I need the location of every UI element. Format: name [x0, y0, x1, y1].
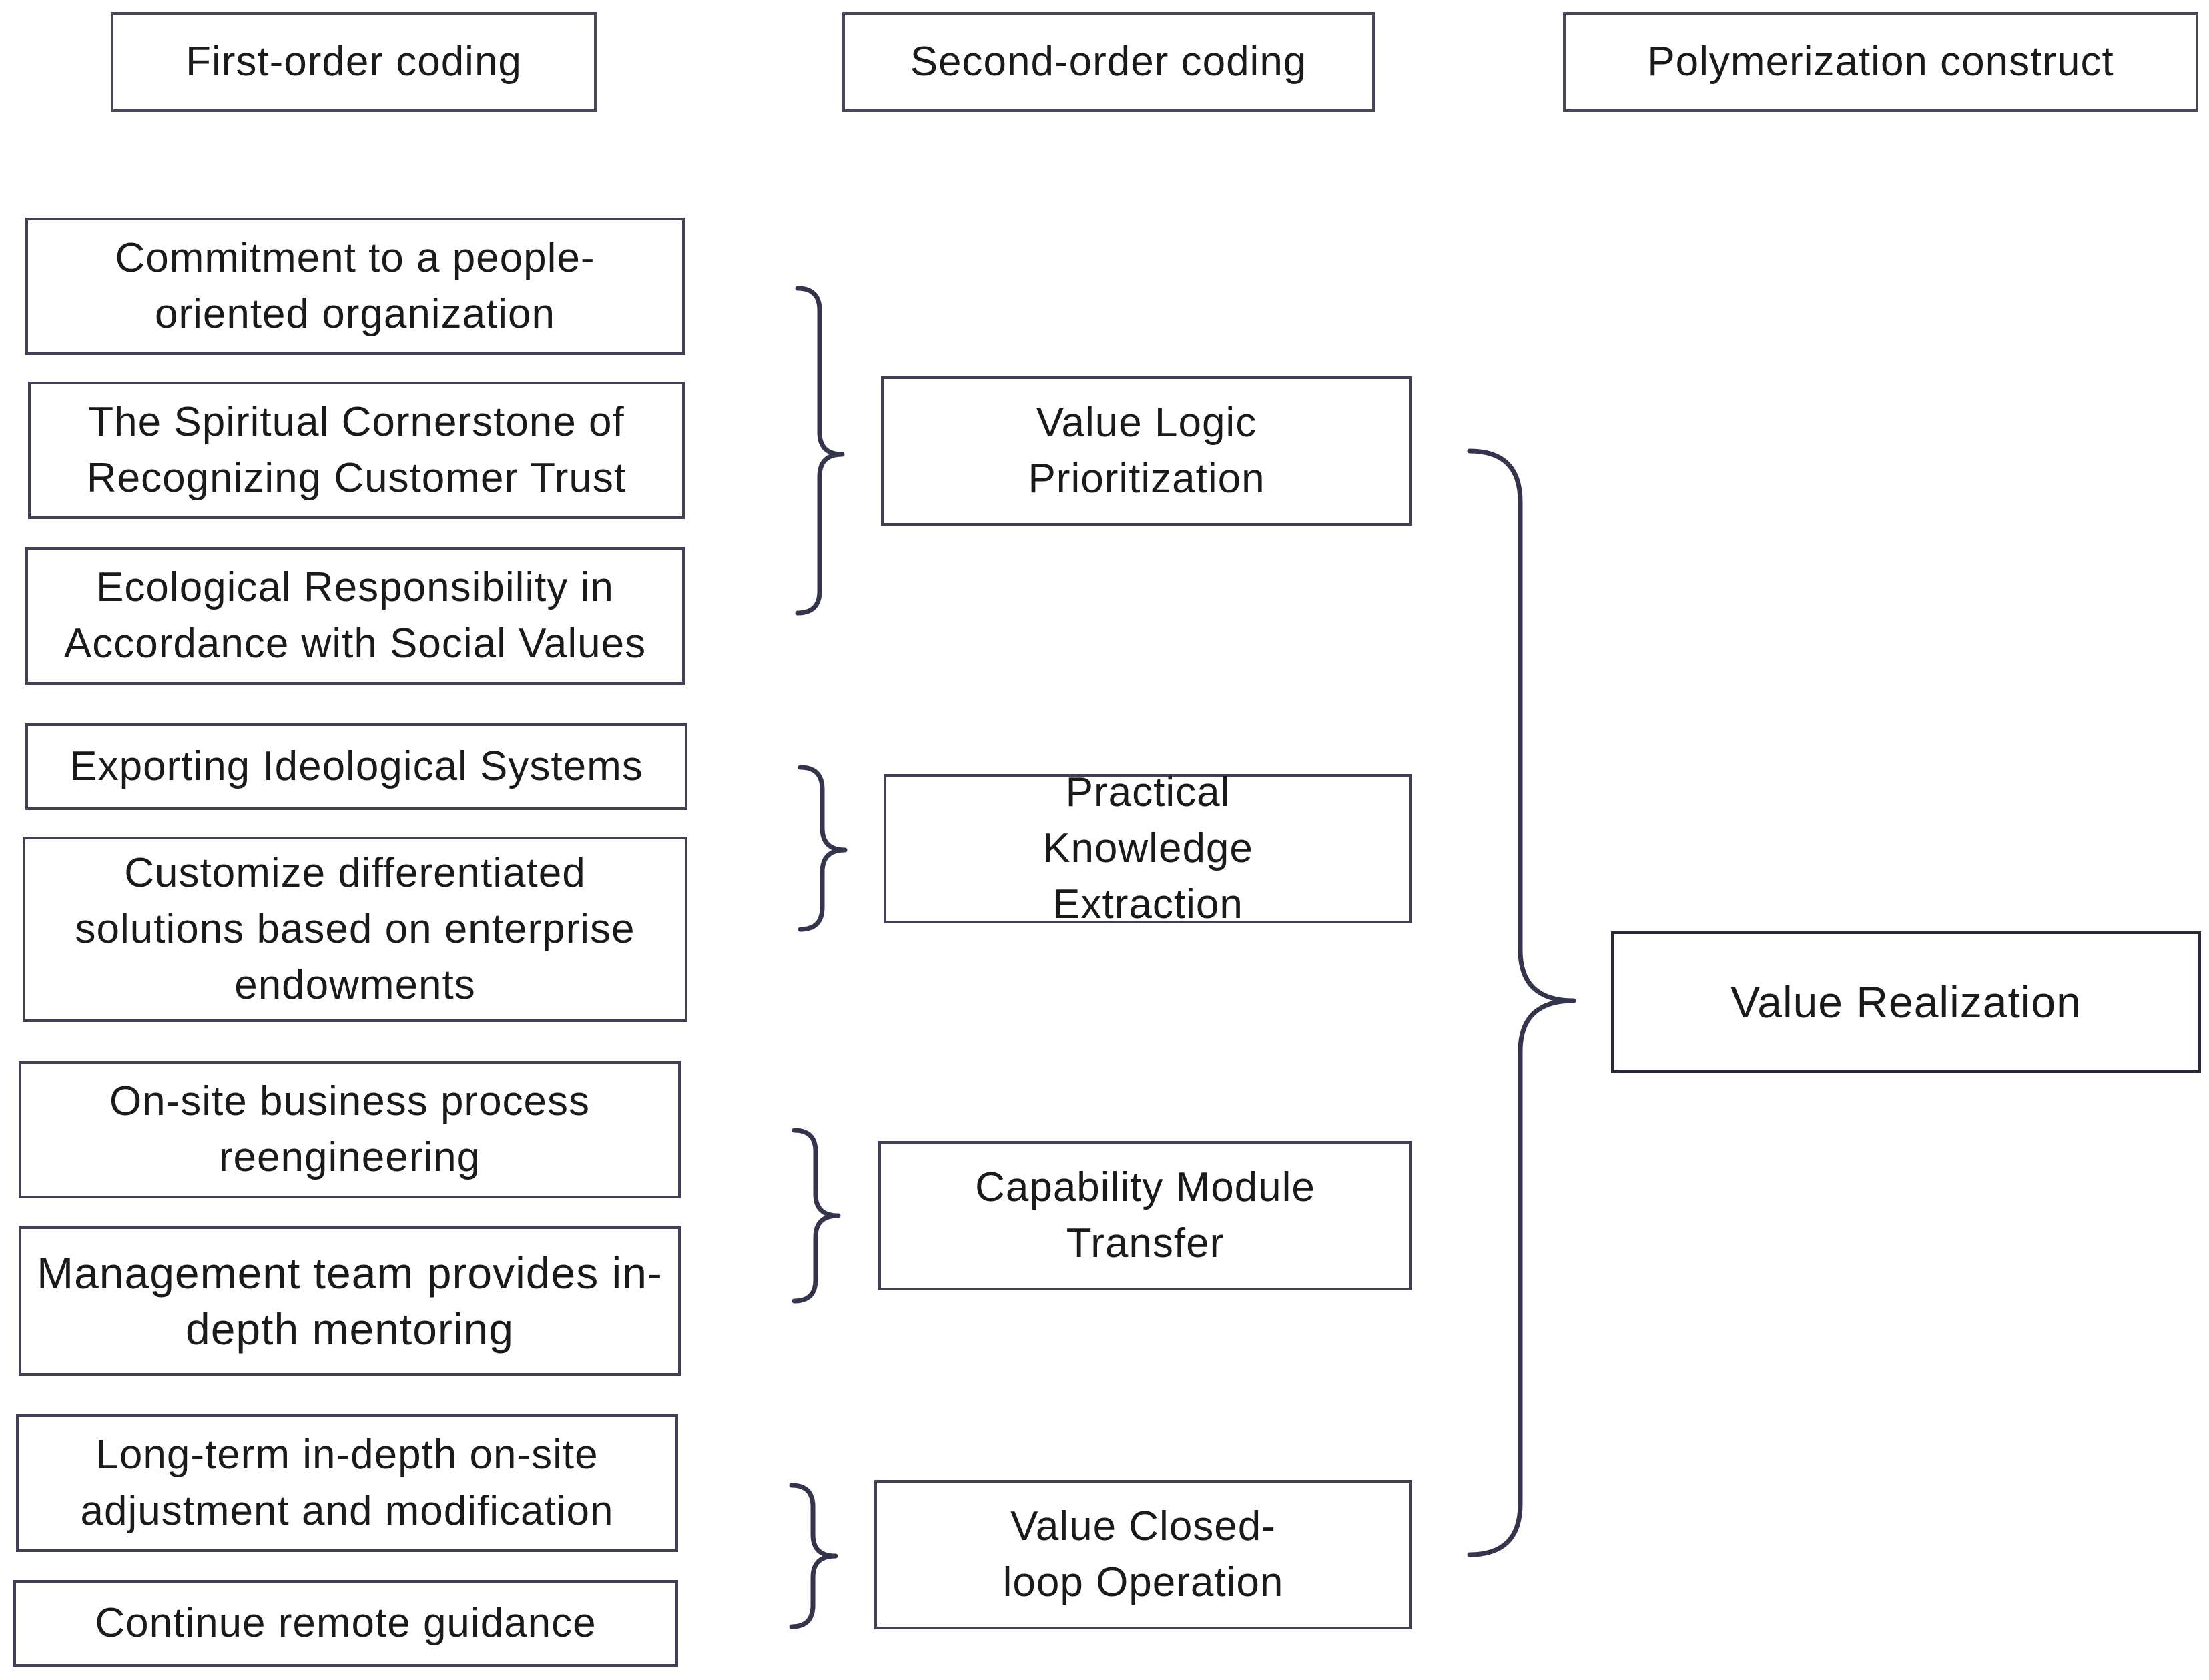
first-order-item-2: The Spiritual Cornerstone of Recognizing… — [28, 382, 685, 519]
first-order-item-1: Commitment to a people-oriented organiza… — [25, 218, 685, 355]
first-order-item-5: Customize differentiated solutions based… — [23, 837, 687, 1022]
header-first-order: First-order coding — [111, 12, 597, 112]
first-order-item-8: Long-term in-depth on-site adjustment an… — [16, 1414, 678, 1552]
first-order-item-6: On-site business process reengineering — [19, 1061, 681, 1198]
second-order-item-3: Capability Module Transfer — [878, 1141, 1412, 1290]
first-order-item-4: Exporting Ideological Systems — [25, 723, 687, 810]
header-polymerization-construct: Polymerization construct — [1563, 12, 2198, 112]
brace-group-4 — [789, 1483, 838, 1629]
first-order-item-3: Ecological Responsibility in Accordance … — [25, 547, 685, 685]
brace-group-1 — [795, 286, 845, 616]
first-order-item-9: Continue remote guidance — [13, 1580, 678, 1667]
brace-group-3 — [792, 1128, 841, 1304]
first-order-item-7: Management team provides in-depth mentor… — [19, 1226, 681, 1376]
brace-construct — [1467, 448, 1576, 1557]
header-second-order: Second-order coding — [842, 12, 1375, 112]
second-order-item-2: Practical Knowledge Extraction — [884, 769, 1412, 927]
construct-value-realization: Value Realization — [1611, 931, 2201, 1073]
second-order-item-4: Value Closed-loop Operation — [874, 1480, 1412, 1629]
brace-group-2 — [798, 765, 848, 932]
second-order-item-1: Value Logic Prioritization — [881, 376, 1412, 526]
